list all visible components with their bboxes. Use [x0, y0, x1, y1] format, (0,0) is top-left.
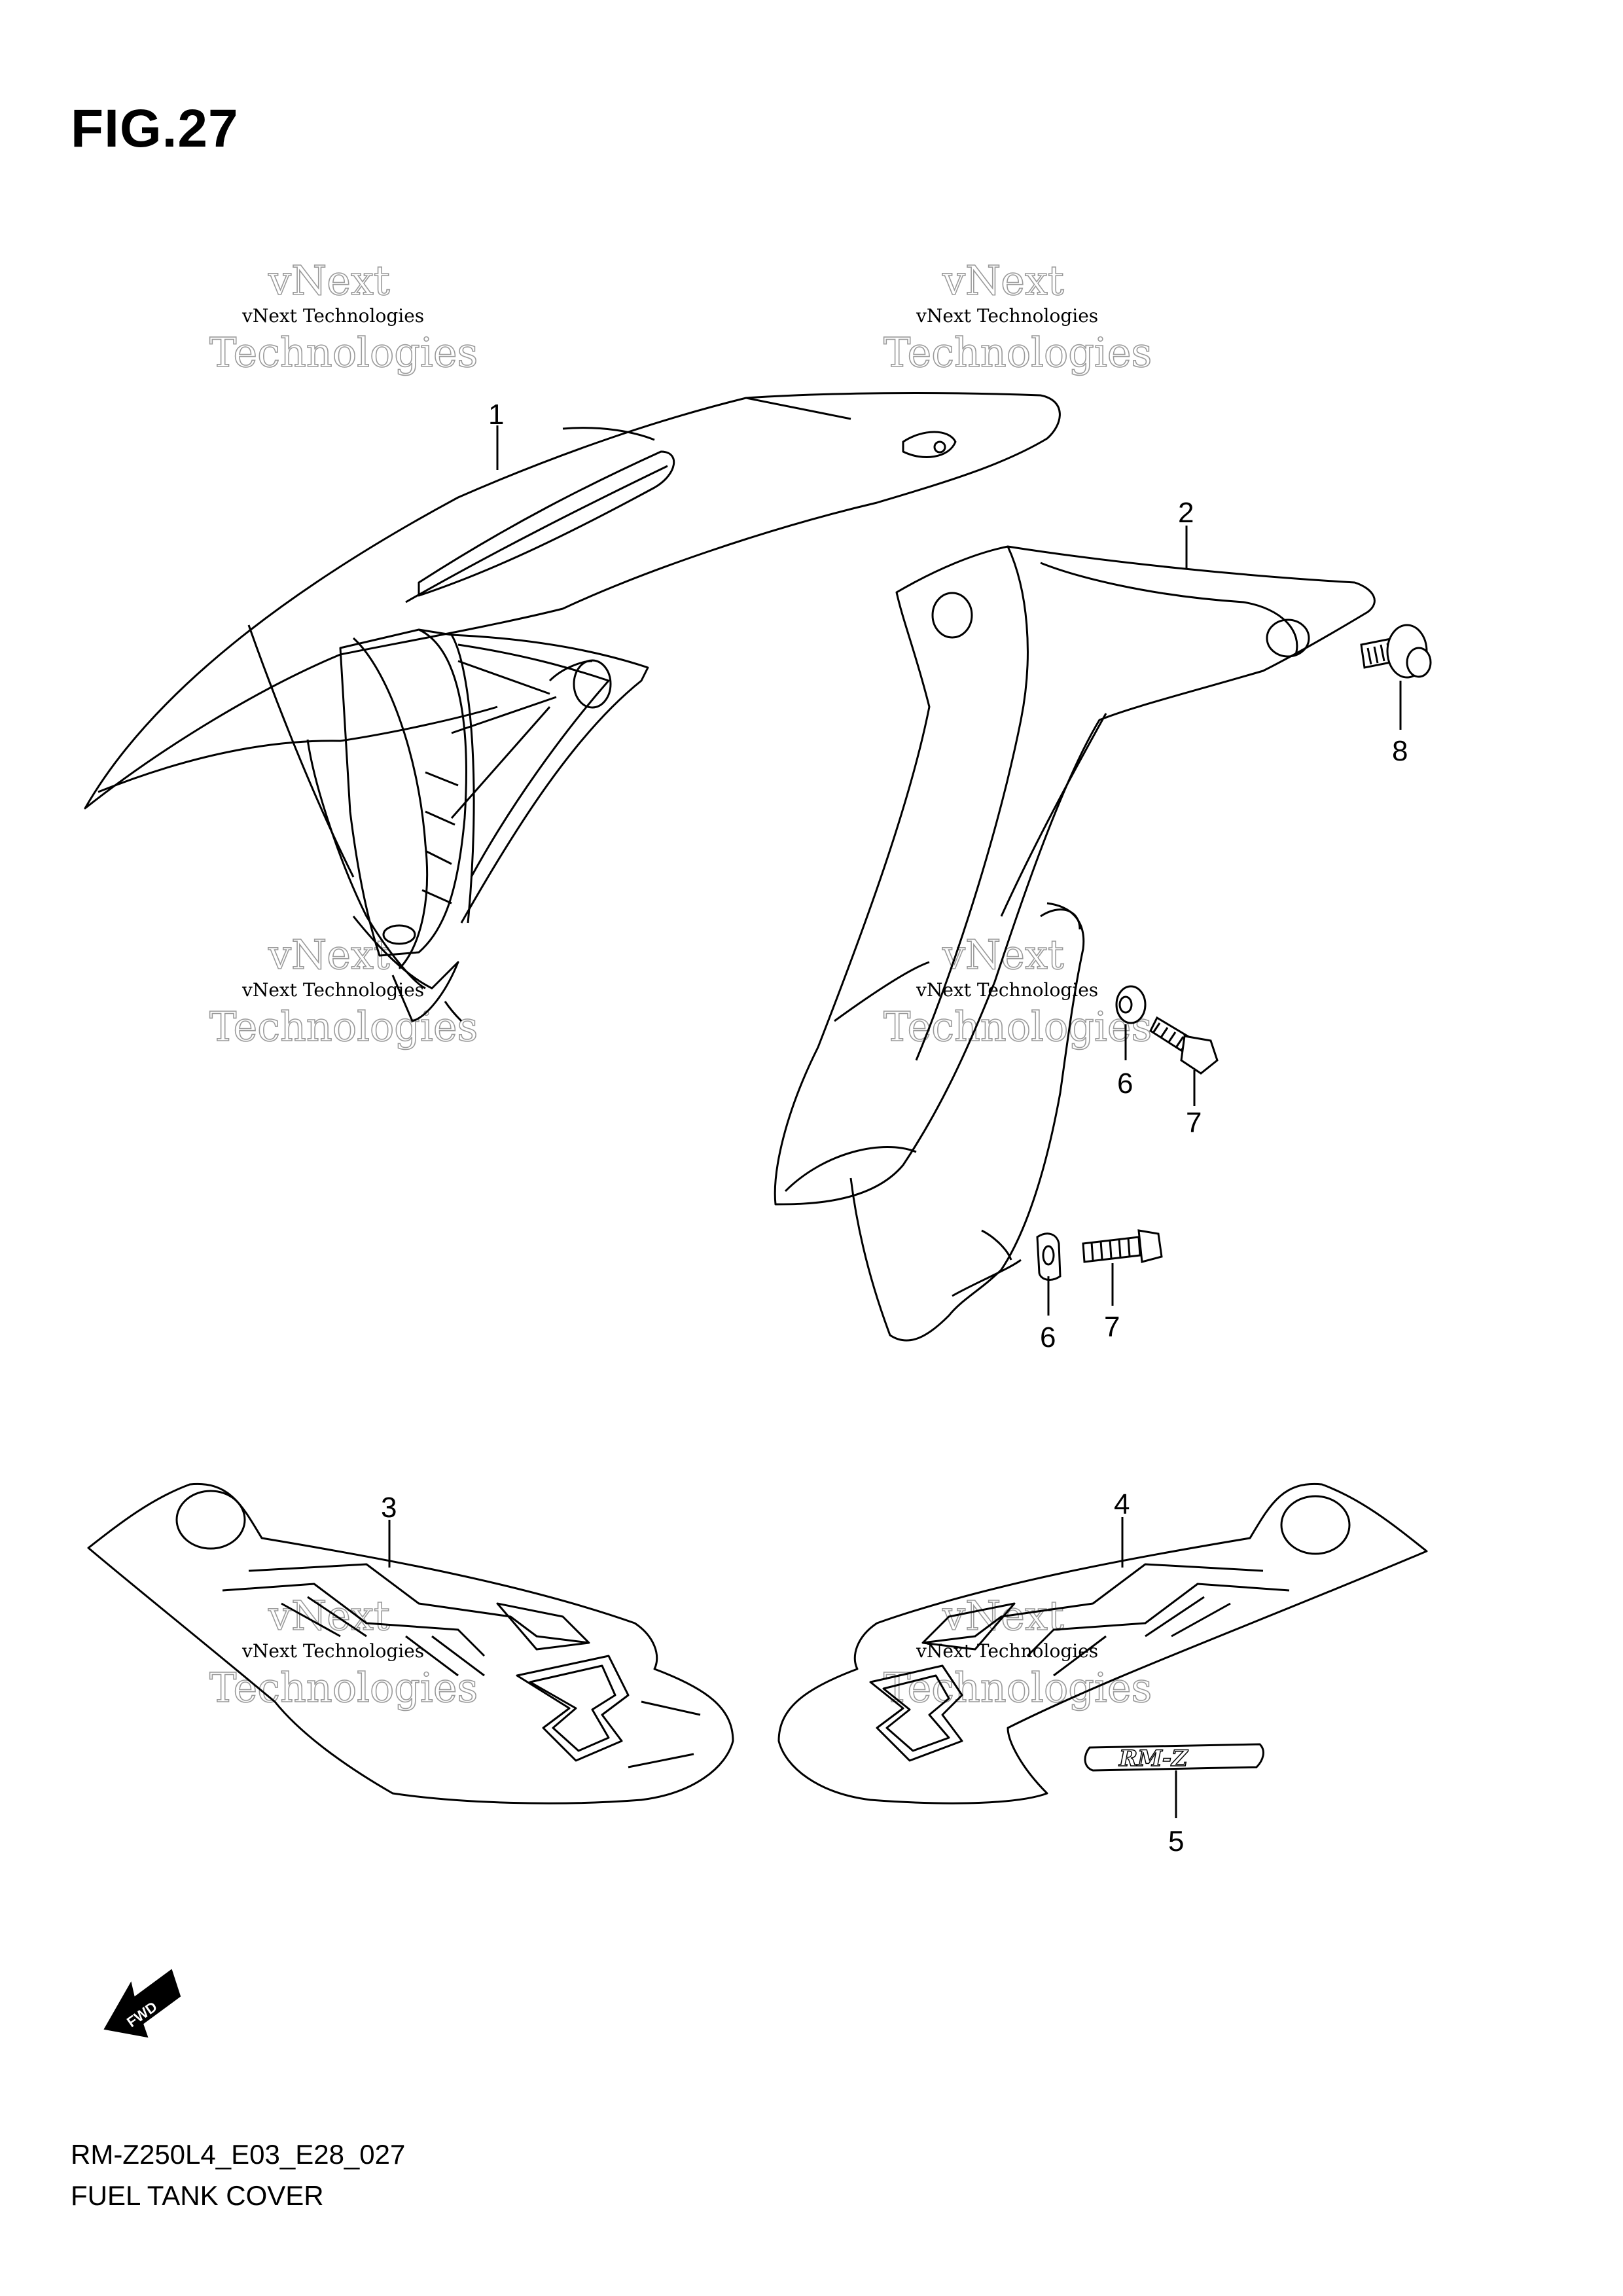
callout-6-upper: 6 — [1117, 1067, 1133, 1100]
callout-5: 5 — [1168, 1825, 1184, 1857]
figure-title: FIG.27 — [71, 99, 239, 158]
part-1-radiator-shroud — [84, 392, 1061, 1022]
callout-2: 2 — [1178, 497, 1194, 529]
part-3-decal — [87, 1482, 734, 1804]
part-8-bolt — [1360, 624, 1432, 679]
callout-labels: 1 2 3 4 5 6 7 6 7 8 — [381, 399, 1408, 1857]
watermark-line3: Technologies — [209, 329, 478, 376]
callout-7-upper: 7 — [1186, 1107, 1202, 1139]
watermark-line3: Technologies — [883, 1003, 1152, 1050]
watermark-line1: vNext — [268, 257, 390, 304]
part-2-radiator-shroud — [774, 545, 1376, 1342]
emblem-label: RM-Z — [1118, 1746, 1188, 1772]
callout-8: 8 — [1392, 735, 1408, 767]
part-7-bolt — [1082, 1229, 1163, 1263]
watermark: vNext vNext Technologies Technologies — [883, 1591, 1152, 1712]
part-4-decal — [777, 1482, 1428, 1804]
watermark-line3: Technologies — [883, 1664, 1152, 1712]
watermark-line3: Technologies — [883, 329, 1152, 376]
watermark-line1: vNext — [268, 1592, 390, 1640]
watermark: vNext vNext Technologies Technologies — [209, 1591, 478, 1712]
part-6-grommet — [1115, 985, 1147, 1024]
callout-7-lower: 7 — [1104, 1311, 1120, 1343]
callout-6-lower: 6 — [1040, 1321, 1056, 1354]
fwd-direction-arrow: FWD — [103, 1969, 181, 2038]
watermark: vNext vNext Technologies Technologies — [883, 256, 1152, 377]
watermark: vNext vNext Technologies Technologies — [883, 930, 1152, 1051]
part-6-grommet — [1036, 1232, 1061, 1281]
watermark-line2: vNext Technologies — [241, 1640, 424, 1662]
leader-lines — [388, 425, 1402, 1818]
watermark: vNext vNext Technologies Technologies — [209, 256, 478, 377]
figure-caption: RM-Z250L4_E03_E28_027 FUEL TANK COVER — [71, 2134, 405, 2216]
watermark-line1: vNext — [268, 931, 390, 978]
part-7-bolt — [1149, 1016, 1219, 1075]
watermark-line3: Technologies — [209, 1003, 478, 1050]
watermark: vNext vNext Technologies Technologies — [209, 930, 478, 1051]
callout-1: 1 — [488, 399, 504, 431]
watermark-line2: vNext Technologies — [241, 979, 424, 1001]
figure-code: RM-Z250L4_E03_E28_027 — [71, 2139, 406, 2170]
watermark-line2: vNext Technologies — [916, 305, 1098, 327]
part-5-emblem: RM-Z — [1084, 1743, 1264, 1772]
watermark-line2: vNext Technologies — [241, 305, 424, 327]
watermark-group: vNext vNext Technologies Technologies vN… — [209, 256, 1152, 1712]
callout-4: 4 — [1114, 1488, 1130, 1520]
figure-name: FUEL TANK COVER — [71, 2180, 324, 2211]
callout-3: 3 — [381, 1492, 397, 1524]
watermark-line2: vNext Technologies — [916, 1640, 1098, 1662]
watermark-line3: Technologies — [209, 1664, 478, 1712]
watermark-line1: vNext — [942, 257, 1064, 304]
